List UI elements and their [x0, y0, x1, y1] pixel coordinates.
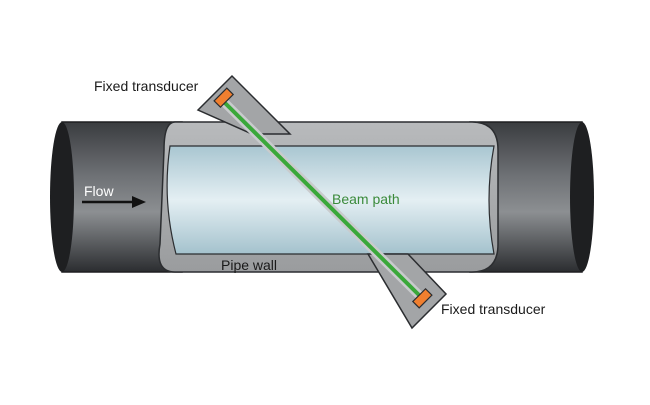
bottom-transducer-housing	[366, 253, 448, 330]
bottom-transducer	[411, 287, 433, 309]
beam-path-line	[222, 100, 424, 300]
label-flow: Flow	[84, 183, 114, 199]
fluid-region	[166, 145, 495, 255]
pipe-left-end	[50, 122, 74, 272]
label-pipe-wall: Pipe wall	[221, 257, 278, 273]
label-fixed-transducer-top: Fixed transducer	[94, 78, 199, 94]
label-beam-path: Beam path	[332, 191, 400, 207]
label-fixed-transducer-bottom: Fixed transducer	[441, 301, 546, 317]
pipe-right-end	[570, 122, 594, 272]
right-arrow-icon	[82, 196, 146, 208]
top-transducer-housing	[196, 74, 292, 135]
top-transducer	[213, 87, 235, 109]
